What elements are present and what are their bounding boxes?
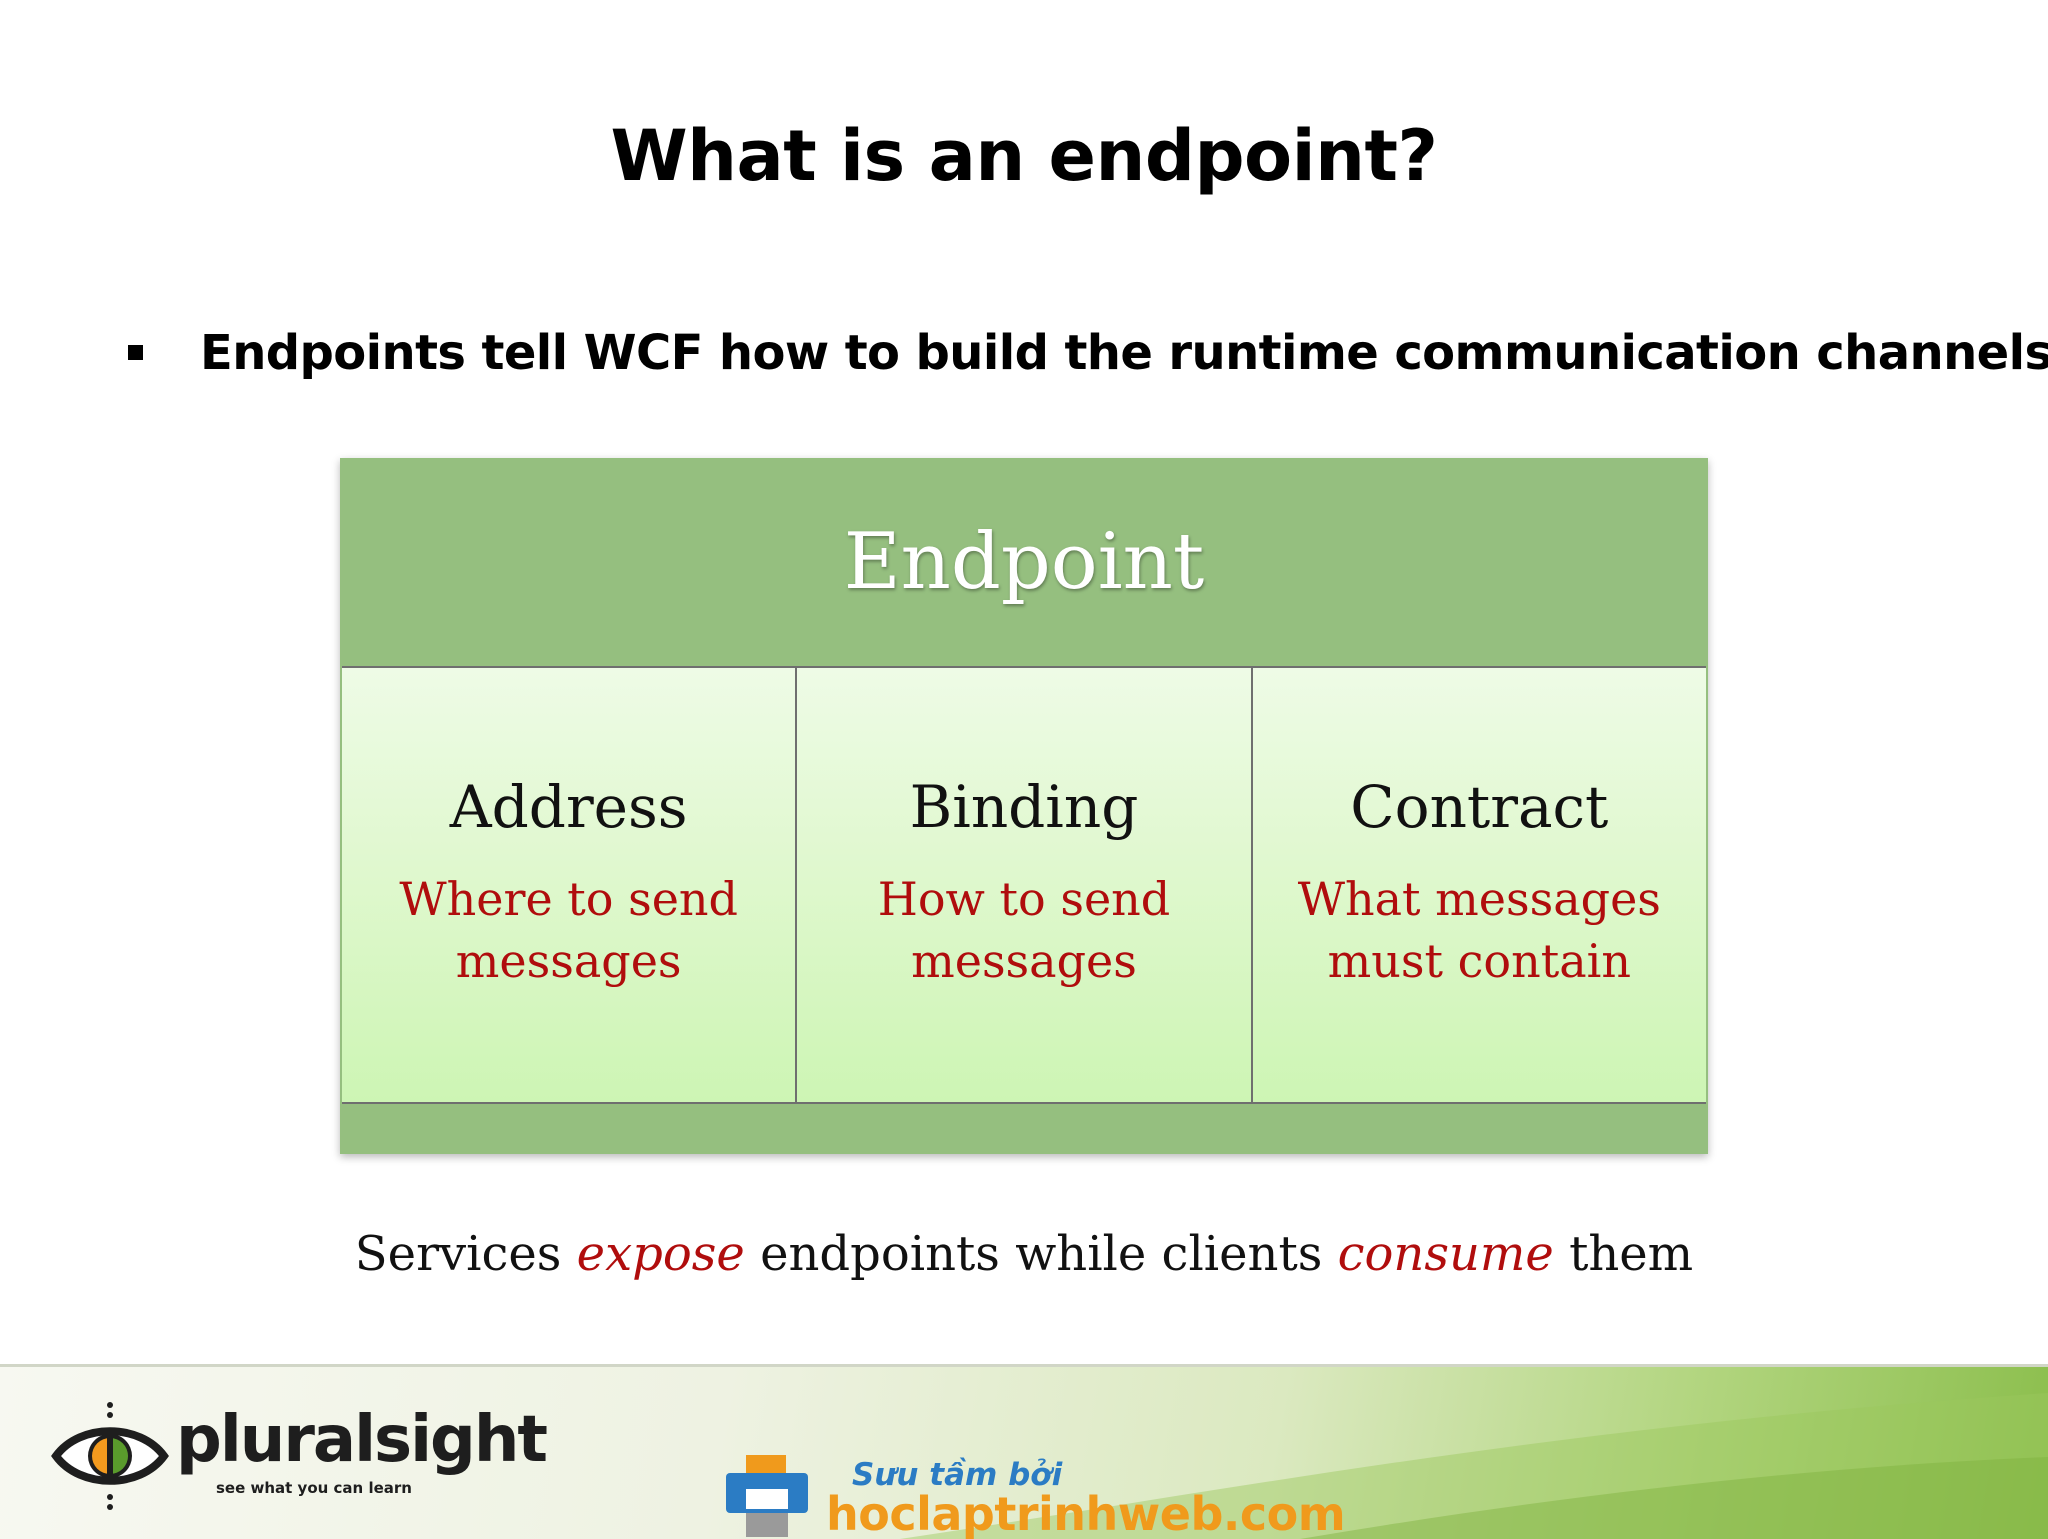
summary-text: them — [1553, 1226, 1694, 1282]
footer-swoosh — [900, 1393, 2048, 1539]
printer-logo-icon — [726, 1455, 808, 1537]
bullet-item: Endpoints tell WCF how to build the runt… — [126, 322, 2048, 384]
address-description-line: Where to send — [399, 872, 738, 926]
endpoint-parts: Address Where to send messages Binding H… — [342, 666, 1706, 1104]
contract-description: What messages must contain — [1273, 868, 1686, 992]
bullet-marker — [128, 345, 143, 360]
pluralsight-logo: pluralsight see what you can learn — [50, 1401, 548, 1511]
endpoint-header: Endpoint — [843, 517, 1205, 607]
endpoint-diagram: Endpoint Address Where to send messages … — [340, 458, 1708, 1154]
address-description: Where to send messages — [362, 868, 775, 992]
credit-label: Sưu tầm bởi — [852, 1457, 1063, 1493]
summary-text: Services — [354, 1226, 577, 1282]
footer-band: pluralsight see what you can learn Sưu t… — [0, 1364, 2048, 1539]
credit-block: Sưu tầm bởi hoclaptrinhweb.com — [726, 1455, 1366, 1539]
binding-description-line: How to send — [877, 872, 1171, 926]
address-description-line: messages — [455, 934, 682, 988]
summary-text: endpoints while clients — [744, 1226, 1338, 1282]
credit-site[interactable]: hoclaptrinhweb.com — [826, 1487, 1346, 1539]
contract-box: Contract What messages must contain — [1250, 668, 1706, 1102]
summary-emphasis-consume: consume — [1337, 1226, 1554, 1282]
contract-title: Contract — [1350, 773, 1609, 841]
binding-description: How to send messages — [817, 868, 1230, 992]
binding-title: Binding — [909, 773, 1139, 841]
summary-line: Services expose endpoints while clients … — [0, 1222, 2048, 1286]
contract-description-line: What messages — [1297, 872, 1661, 926]
summary-emphasis-expose: expose — [576, 1226, 745, 1282]
bullet-text: Endpoints tell WCF how to build the runt… — [200, 325, 2048, 381]
binding-description-line: messages — [911, 934, 1137, 988]
eye-logo-icon — [51, 1402, 169, 1510]
binding-box: Binding How to send messages — [795, 668, 1251, 1102]
address-box: Address Where to send messages — [342, 668, 796, 1102]
contract-description-line: must contain — [1327, 934, 1631, 988]
address-title: Address — [449, 773, 688, 841]
brand-tagline: see what you can learn — [216, 1479, 412, 1497]
brand-name: pluralsight — [176, 1403, 548, 1477]
slide-title: What is an endpoint? — [610, 115, 1438, 197]
